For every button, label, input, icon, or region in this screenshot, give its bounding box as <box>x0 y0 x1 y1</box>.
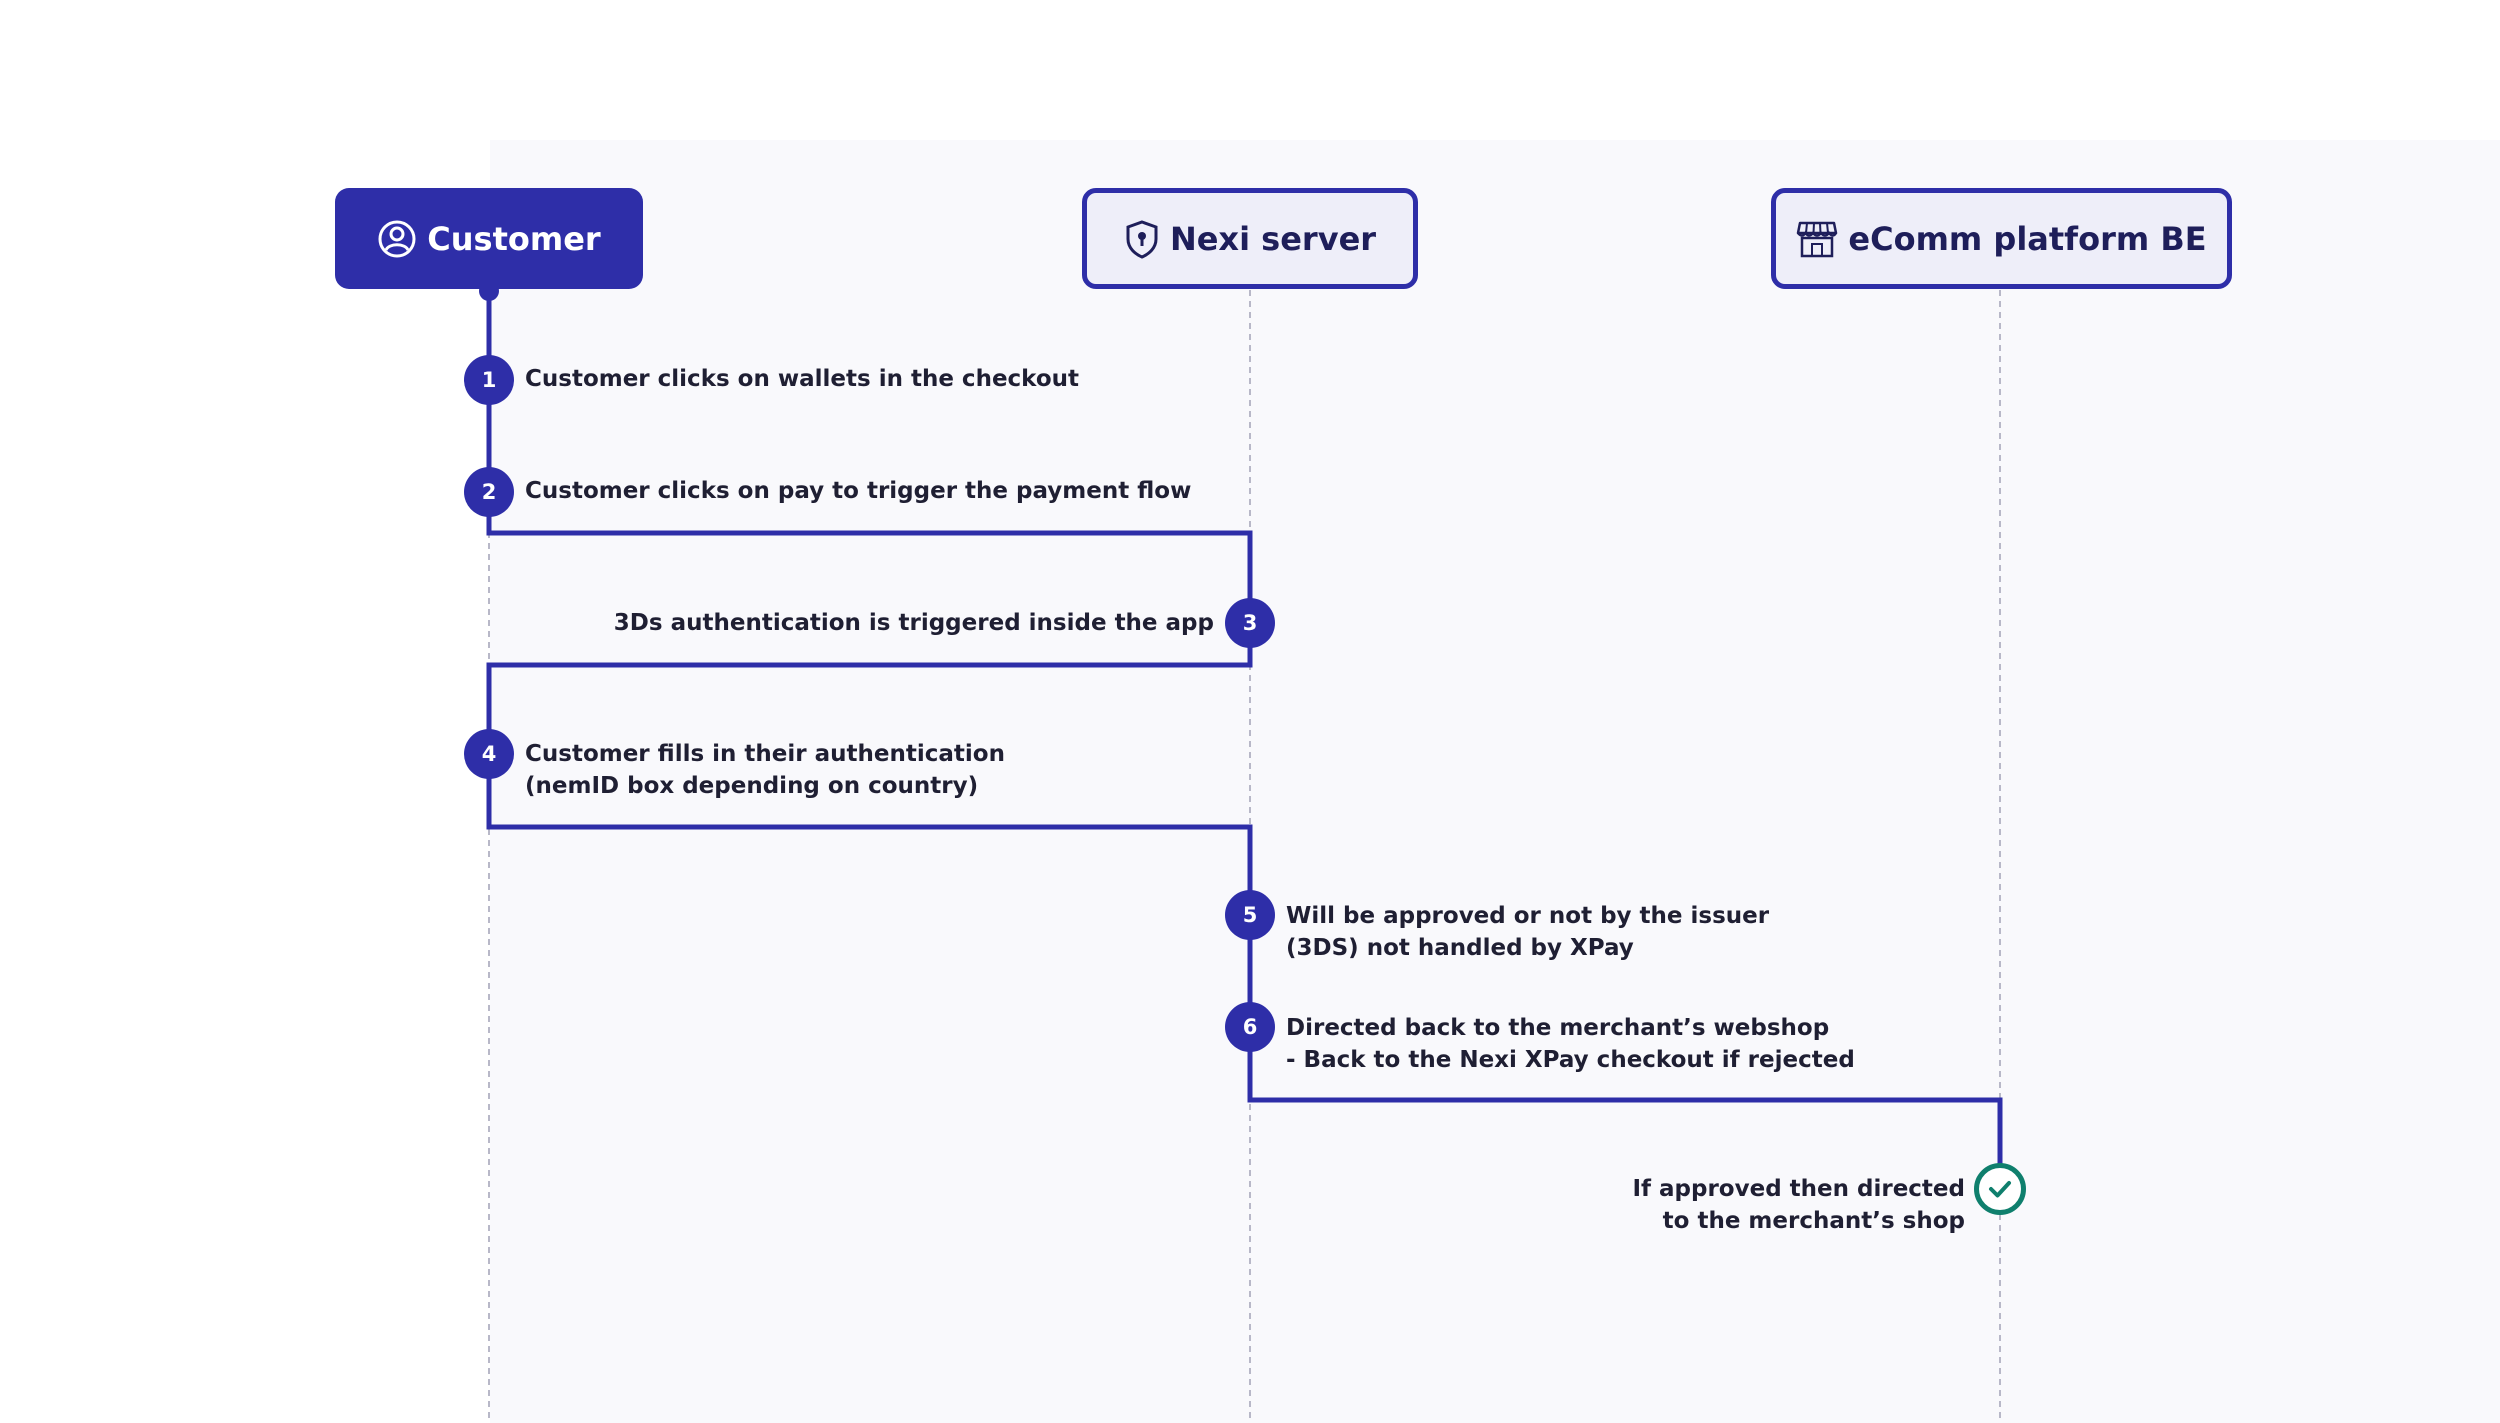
step-6-label: Directed back to the merchant’s webshop … <box>1286 1015 1855 1073</box>
actor-label: Nexi server <box>1169 219 1377 258</box>
actor-label: eComm platform BE <box>1848 219 2207 258</box>
actor-nexi-server: Nexi server <box>1082 188 1418 289</box>
step-4-label: Customer fills in their authentication (… <box>525 741 1005 799</box>
actor-ecomm-platform: eComm platform BE <box>1771 188 2232 289</box>
checkmark-icon <box>1989 1181 2011 1198</box>
step-1-label: Customer clicks on wallets in the checko… <box>525 366 1080 392</box>
step-5-marker: 5 <box>1225 890 1275 940</box>
user-circle-icon <box>378 220 416 257</box>
approved-check-marker <box>1974 1163 2026 1215</box>
lane-shade <box>1250 140 2000 1423</box>
step-3-marker: 3 <box>1225 598 1275 648</box>
step-1-marker: 1 <box>464 355 514 405</box>
lane-shade <box>490 140 1250 1423</box>
step-6-marker: 6 <box>1225 1002 1275 1052</box>
actor-customer: Customer <box>335 188 643 289</box>
step-5-label: Will be approved or not by the issuer (3… <box>1286 903 1770 961</box>
approved-label: If approved then directed to the merchan… <box>1632 1176 1965 1234</box>
step-4-marker: 4 <box>464 729 514 779</box>
storefront-icon <box>1797 221 1838 257</box>
shield-keyhole-icon <box>1126 219 1158 259</box>
step-2-label: Customer clicks on pay to trigger the pa… <box>525 478 1192 504</box>
lane-shade <box>2000 140 2500 1423</box>
step-2-marker: 2 <box>464 467 514 517</box>
step-3-label: 3Ds authentication is triggered inside t… <box>613 610 1214 636</box>
actor-label: Customer <box>427 219 601 258</box>
